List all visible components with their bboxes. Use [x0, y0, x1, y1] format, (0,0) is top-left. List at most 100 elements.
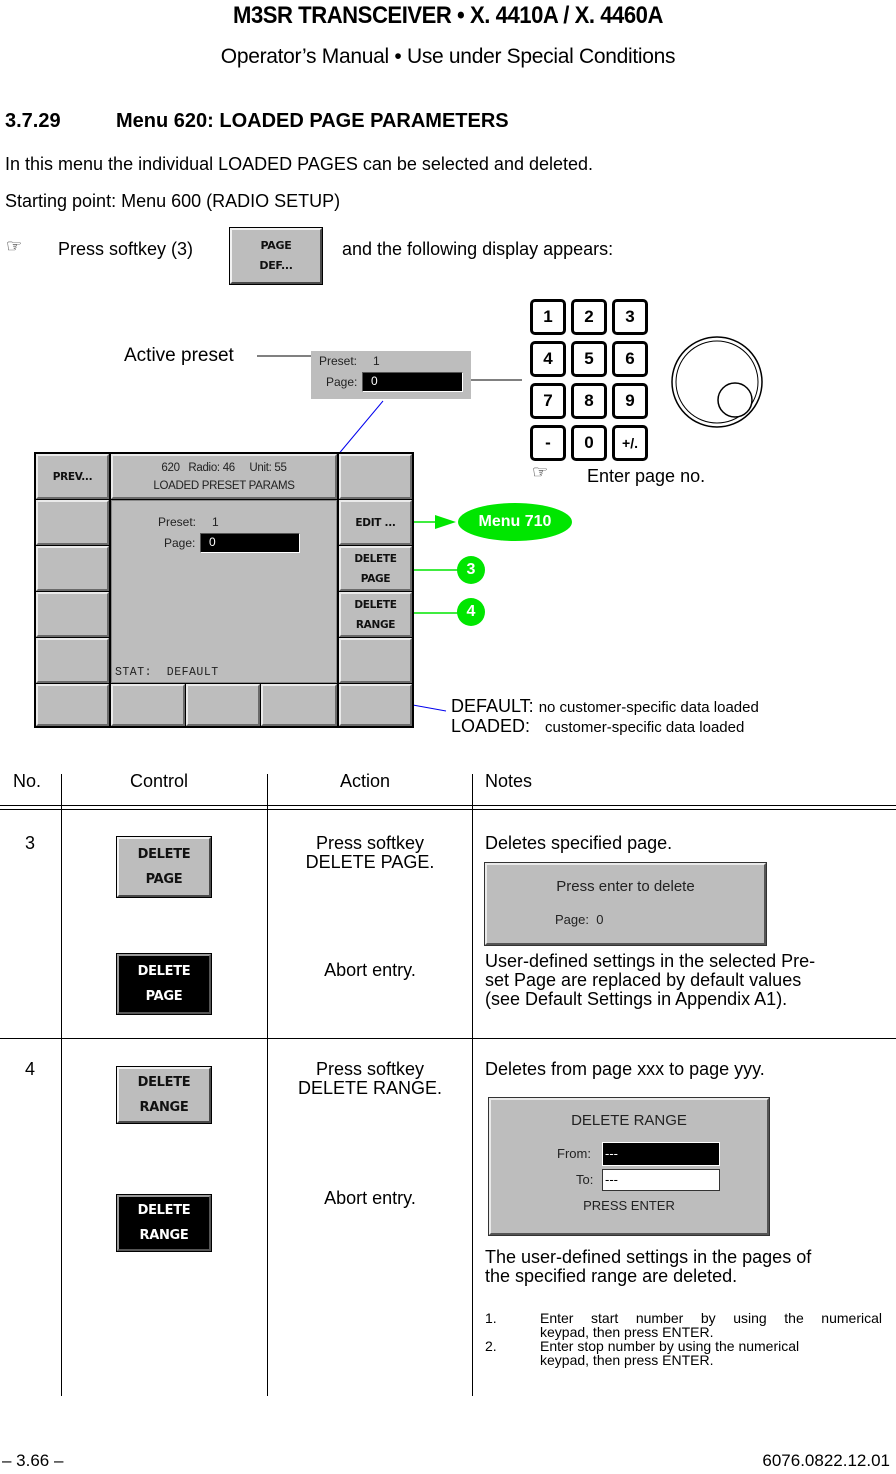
key-0[interactable]: 0 — [572, 426, 606, 460]
pointing-hand-icon: ☞ — [532, 462, 549, 482]
softkey-label: DELETE — [137, 964, 191, 979]
softkey-left-2[interactable] — [36, 500, 109, 545]
to-input[interactable]: --- — [602, 1169, 720, 1191]
status-legend: DEFAULT: no customer-specific data loade… — [451, 697, 759, 737]
key-5[interactable]: 5 — [572, 342, 606, 376]
header-rule — [0, 805, 896, 806]
softkey-delete-page[interactable]: DELETE PAGE — [339, 546, 412, 591]
softkey-label: RANGE — [139, 1100, 189, 1115]
softkey-label: PAGE — [145, 989, 183, 1004]
notes-line: set Page are replaced by default values — [485, 970, 802, 990]
key-6[interactable]: 6 — [613, 342, 647, 376]
column-divider — [61, 774, 62, 1396]
step-number: 2. — [485, 1338, 497, 1354]
page-label: Page: — [164, 536, 196, 550]
to-label: To: — [576, 1172, 594, 1187]
dialog-page: Page: 0 — [555, 912, 604, 927]
active-preset-zoom: Preset: 1 Page: 0 — [311, 351, 471, 399]
column-header-action: Action — [340, 771, 391, 791]
preset-label: Preset: — [319, 354, 358, 368]
page-input[interactable]: 0 — [362, 372, 463, 392]
notes-line: the specified range are deleted. — [485, 1266, 738, 1286]
softkey-label: DELETE — [354, 552, 397, 565]
page-number: – 3.66 – — [2, 1451, 64, 1470]
softkey-right-5[interactable] — [339, 638, 412, 683]
key-8[interactable]: 8 — [572, 384, 606, 418]
document-subtitle: Operator’s Manual • Use under Special Co… — [220, 45, 676, 68]
preset-value: 1 — [212, 515, 219, 529]
delete-range-softkey[interactable]: DELETE RANGE — [116, 1066, 212, 1124]
page-def-softkey[interactable]: PAGE DEF... — [229, 227, 323, 285]
softkey-label: PREV... — [52, 470, 93, 483]
loaded-key: LOADED: — [451, 716, 531, 736]
softkey-bottom-3[interactable] — [186, 684, 260, 726]
key-minus[interactable]: - — [531, 426, 565, 460]
delete-range-dialog: DELETE RANGE From: --- To: --- PRESS ENT… — [488, 1097, 770, 1236]
loaded-desc: customer-specific data loaded — [545, 719, 745, 736]
softkey-right-1[interactable] — [339, 454, 412, 499]
notes-intro: Deletes from page xxx to page yyy. — [485, 1059, 765, 1079]
action-line: Press softkey — [315, 833, 425, 853]
softkey-label: DELETE — [137, 1203, 191, 1218]
numeric-keypad: 1 2 3 4 5 6 7 8 9 - 0 +/. — [531, 300, 651, 460]
softkey-left-5[interactable] — [36, 638, 109, 683]
enter-page-hint: Enter page no. — [587, 466, 706, 486]
column-header-control: Control — [130, 771, 189, 791]
softkey-left-3[interactable] — [36, 546, 109, 591]
softkey-label: DELETE — [354, 598, 397, 611]
list-item: 2. Enter stop number by using the numeri… — [485, 1339, 885, 1367]
softkey-bottom-1[interactable] — [36, 684, 109, 726]
starting-point-text: Starting point: Menu 600 (RADIO SETUP) — [5, 191, 341, 211]
softkey-edit[interactable]: EDIT ... — [339, 500, 412, 545]
delete-confirm-dialog: Press enter to delete Page: 0 — [484, 862, 767, 946]
menu-710-callout: Menu 710 — [458, 503, 572, 541]
rotary-knob-icon[interactable] — [670, 335, 770, 435]
notes-line: (see Default Settings in Appendix A1). — [485, 989, 788, 1009]
delete-page-softkey[interactable]: DELETE PAGE — [116, 836, 212, 898]
page-input[interactable]: 0 — [200, 533, 300, 553]
notes-line: User-defined settings in the selected Pr… — [485, 951, 816, 971]
key-plus-minus-decimal[interactable]: +/. — [613, 426, 647, 460]
key-2[interactable]: 2 — [572, 300, 606, 334]
press-softkey-text: Press softkey (3) — [58, 239, 194, 259]
softkey-left-4[interactable] — [36, 592, 109, 637]
section-number: 3.7.29 — [5, 110, 61, 132]
delete-range-softkey-active[interactable]: DELETE RANGE — [116, 1194, 212, 1252]
action-text: Press softkey DELETE RANGE. — [268, 1060, 472, 1098]
column-header-no: No. — [13, 771, 42, 791]
document-number: 6076.0822.12.01 — [762, 1451, 890, 1470]
softkey-label: PAGE — [260, 239, 292, 252]
softkey-delete-range[interactable]: DELETE RANGE — [339, 592, 412, 637]
active-preset-label: Active preset — [124, 345, 234, 366]
document-title: M3SR TRANSCEIVER • X. 4410A / X. 4460A — [233, 2, 663, 29]
action-text: Press softkey DELETE PAGE. — [268, 834, 472, 872]
notes-line: The user-defined settings in the pages o… — [485, 1247, 812, 1267]
softkey-label: DEF... — [259, 259, 293, 272]
key-3[interactable]: 3 — [613, 300, 647, 334]
softkey-label: RANGE — [139, 1228, 189, 1243]
default-desc: no customer-specific data loaded — [538, 699, 759, 716]
softkey-prev[interactable]: PREV... — [36, 454, 109, 499]
softkey-bottom-5[interactable] — [339, 684, 412, 726]
from-input[interactable]: --- — [602, 1142, 720, 1166]
delete-page-softkey-active[interactable]: DELETE PAGE — [116, 953, 212, 1015]
key-9[interactable]: 9 — [613, 384, 647, 418]
preset-label: Preset: — [158, 515, 197, 529]
menu-content-area: Preset: 1 Page: 0 STAT: DEFAULT — [111, 500, 337, 683]
key-4[interactable]: 4 — [531, 342, 565, 376]
dialog-title: DELETE RANGE — [571, 1112, 687, 1129]
callout-4: 4 — [457, 598, 485, 626]
abort-text: Abort entry. — [324, 960, 416, 980]
action-line: DELETE RANGE. — [297, 1078, 443, 1098]
key-7[interactable]: 7 — [531, 384, 565, 418]
key-1[interactable]: 1 — [531, 300, 565, 334]
display-appears-text: and the following display appears: — [342, 239, 614, 259]
column-divider — [472, 774, 473, 1396]
softkey-bottom-4[interactable] — [261, 684, 337, 726]
softkey-label: DELETE — [137, 1075, 191, 1090]
step-number: 1. — [485, 1310, 497, 1326]
step-line: Enter start number by using the numerica… — [540, 1310, 882, 1326]
softkey-bottom-2[interactable] — [111, 684, 185, 726]
softkey-label: EDIT ... — [355, 516, 396, 529]
softkey-label: RANGE — [355, 618, 396, 631]
